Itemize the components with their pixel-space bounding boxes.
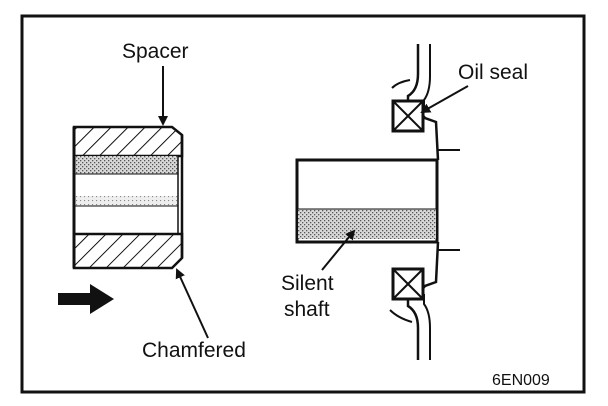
label-silent-shaft-line2: shaft (284, 298, 330, 321)
spacer-bore-shading-lower (74, 196, 178, 206)
figure-code: 6EN009 (492, 372, 550, 389)
spacer-top-wall (72, 125, 184, 158)
oil-seal-leader (420, 85, 469, 113)
oil-seal-upper (391, 99, 425, 133)
oil-seal-lower (391, 267, 425, 301)
spacer-part (72, 125, 184, 270)
silent-shaft-leader (321, 229, 356, 271)
label-silent-shaft-line1: Silent (281, 272, 334, 295)
label-spacer: Spacer (122, 40, 189, 63)
label-chamfered: Chamfered (142, 339, 246, 362)
spacer-bore (74, 174, 178, 196)
shaft-shading (298, 209, 436, 239)
spacer-bottom-wall (72, 232, 184, 270)
figure-border (20, 14, 586, 394)
chamfered-leader (175, 268, 209, 339)
silent-shaft-part (295, 158, 439, 244)
right-arrow-icon (58, 284, 114, 314)
label-oil-seal: Oil seal (458, 61, 528, 84)
spacer-bore-shading-upper (74, 156, 178, 174)
